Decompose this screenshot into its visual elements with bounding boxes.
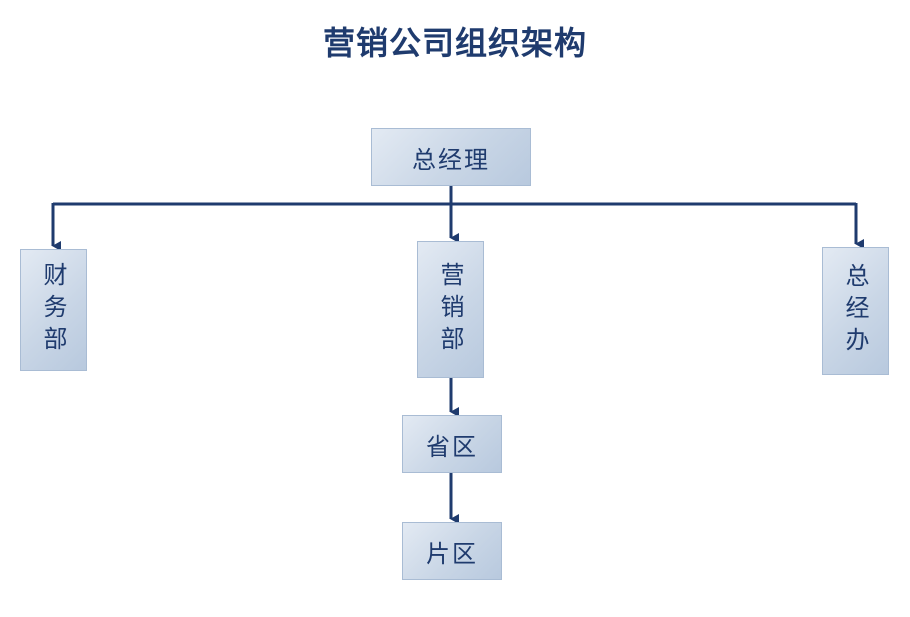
node-finance-dept: 财务部 (20, 249, 87, 371)
node-province: 省区 (402, 415, 502, 473)
node-gm-office: 总经办 (822, 247, 889, 375)
node-gm-office-label: 总经办 (841, 263, 869, 359)
node-general-manager-label: 总经理 (412, 145, 490, 174)
node-district: 片区 (402, 522, 502, 580)
chart-title: 营销公司组织架构 (322, 24, 587, 62)
node-district-label: 片区 (426, 539, 478, 568)
node-finance-dept-label: 财务部 (39, 262, 67, 358)
node-general-manager: 总经理 (371, 128, 531, 186)
node-sales-dept-label: 营销部 (436, 261, 464, 358)
node-sales-dept: 营销部 (417, 241, 484, 378)
node-province-label: 省区 (426, 432, 478, 461)
